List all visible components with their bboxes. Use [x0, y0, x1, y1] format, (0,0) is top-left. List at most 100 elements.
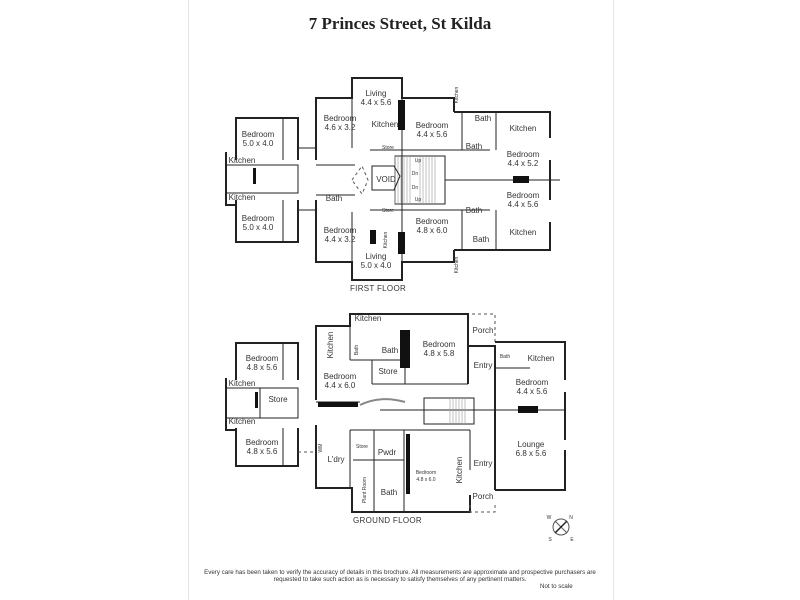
compass-west: W: [547, 515, 552, 521]
room-name: Bedroom: [246, 438, 279, 447]
room-name: Kitchen: [510, 124, 537, 133]
room-name: Bath: [500, 354, 511, 360]
wall: [468, 345, 496, 490]
room-size: 5.0 x 4.0: [243, 223, 274, 232]
fireplace: [398, 232, 405, 254]
stair-up-label: Up: [415, 197, 422, 203]
room-name: VOID: [376, 175, 396, 184]
compass-south: S: [548, 537, 552, 543]
room-name: Living: [366, 89, 387, 98]
porch-dashed: [472, 313, 496, 344]
fireplace: [253, 168, 256, 184]
first-floor-label: FIRST FLOOR: [350, 284, 406, 293]
room-name: Bath: [466, 142, 482, 151]
room-size: 4.4 x 5.2: [508, 159, 539, 168]
wall: [235, 117, 299, 160]
wall: [315, 425, 471, 513]
room-name: Bath: [381, 488, 397, 497]
stair-down-label: Dn: [412, 185, 419, 191]
room-name: Bath: [473, 235, 489, 244]
first-floor-plan: Bedroom 5.0 x 4.0 Kitchen Kitchen Bedroo…: [225, 77, 560, 293]
room-name: Porch: [473, 326, 494, 335]
stair-treads: [449, 398, 466, 424]
porch-dashed: [469, 505, 496, 513]
room-name: Porch: [473, 492, 494, 501]
fireplace: [370, 230, 376, 244]
compass-east: E: [570, 537, 574, 543]
wall: [315, 313, 469, 400]
room-name: WM: [318, 444, 324, 453]
stair-up-label: Up: [415, 158, 422, 164]
room-name: Store: [268, 395, 288, 404]
room-name: Kitchen: [510, 228, 537, 237]
wall: [225, 164, 299, 194]
room-name: Kitchen: [355, 314, 382, 323]
room-name: Kitchen: [372, 120, 399, 129]
room-name: Store: [356, 444, 368, 450]
room-name: Bedroom: [242, 130, 275, 139]
room-name: Bedroom: [324, 226, 357, 235]
room-name: Bedroom: [416, 217, 449, 226]
room-name: Kitchen: [454, 86, 460, 103]
room-name: Kitchen: [229, 156, 256, 165]
fireplace: [255, 392, 258, 408]
room-name: Store: [378, 367, 398, 376]
room-name: Plant Room: [362, 477, 368, 503]
void-dashed: [351, 164, 369, 196]
stair-down-label: Dn: [412, 171, 419, 177]
curved-stair: [359, 398, 406, 406]
room-name: Bath: [475, 114, 491, 123]
ground-floor-plan: Bedroom 4.8 x 5.6 Kitchen Store Kitchen …: [225, 313, 566, 525]
room-name: Bath: [354, 345, 360, 356]
room-size: 4.4 x 5.6: [508, 200, 539, 209]
room-size: 4.8 x 6.0: [417, 226, 448, 235]
fireplace: [513, 176, 529, 183]
compass-icon: W N S E: [547, 515, 575, 543]
room-name: Bedroom: [516, 378, 549, 387]
wall: [235, 342, 299, 380]
room-name: Bedroom: [507, 191, 540, 200]
page-title: 7 Princes Street, St Kilda: [308, 14, 492, 33]
room-name: Kitchen: [229, 417, 256, 426]
fireplace: [398, 100, 405, 130]
room-name: Kitchen: [326, 332, 335, 359]
fireplace: [406, 434, 410, 494]
room-name: Kitchen: [229, 193, 256, 202]
room-name: Kitchen: [383, 231, 389, 248]
room-size: 4.8 x 5.8: [424, 349, 455, 358]
room-name: Store: [382, 145, 394, 151]
fireplace: [400, 330, 410, 368]
room-size: 4.4 x 6.0: [325, 381, 356, 390]
wall: [225, 387, 299, 419]
room-size: 4.4 x 5.6: [517, 387, 548, 396]
wall: [235, 428, 299, 467]
room-size: 4.6 x 3.2: [325, 123, 356, 132]
room-name: Bedroom: [324, 114, 357, 123]
room-size: 4.4 x 5.6: [361, 98, 392, 107]
stair-treads: [394, 156, 436, 204]
room-name: L'dry: [327, 455, 344, 464]
wall: [315, 200, 455, 281]
wall: [495, 450, 566, 491]
room-name: Bedroom: [416, 470, 436, 476]
room-name: Pwdr: [378, 448, 397, 457]
room-name: Entry: [474, 459, 493, 468]
compass-north: N: [569, 515, 573, 521]
room-size: 4.4 x 5.6: [417, 130, 448, 139]
room-name: Kitchen: [455, 457, 464, 484]
wall: [454, 222, 551, 251]
room-size: 4.4 x 3.2: [325, 235, 356, 244]
disclaimer: Every care has been taken to verify the …: [204, 569, 596, 583]
room-name: Kitchen: [528, 354, 555, 363]
room-name: Kitchen: [229, 379, 256, 388]
fireplace: [318, 402, 358, 407]
room-name: Living: [366, 252, 387, 261]
room-name: Kitchen: [454, 256, 460, 273]
room-name: Bedroom: [416, 121, 449, 130]
room-name: Bath: [382, 346, 398, 355]
room-name: Bedroom: [324, 372, 357, 381]
room-name: Entry: [474, 361, 493, 370]
room-size: 5.0 x 4.0: [243, 139, 274, 148]
wall: [315, 77, 455, 160]
